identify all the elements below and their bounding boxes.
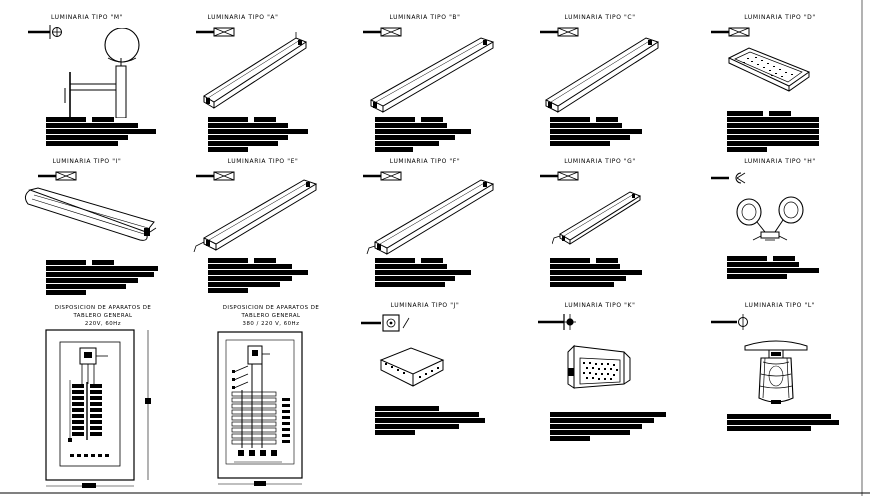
linear-box-symbol-icon [196,27,235,37]
fixture-cell-b: LUMINARIA TIPO "B" [355,14,529,159]
panel-title: DISPOSICION DE APARATOS DE TABLERO GENER… [196,304,346,328]
linear-box-symbol-icon [540,171,579,181]
linear-box-symbol-icon [711,27,750,37]
fixture-cell-e: LUMINARIA TIPO "E" [188,158,362,303]
fixture-cell-f: LUMINARIA TIPO "F" [355,158,529,303]
fixture-title: LUMINARIA TIPO "C" [564,14,636,21]
fixture-cell-j: LUMINARIA TIPO "J" [355,302,529,447]
fixture-cell-a: LUMINARIA TIPO "A" [188,14,362,159]
strip-fixture-drawing [193,179,318,252]
fixture-cell-g: LUMINARIA TIPO "G" [530,158,704,303]
linear-box-symbol-icon [38,171,77,181]
square-ceiling-symbol-icon [361,314,410,332]
fixture-title: LUMINARIA TIPO "E" [227,158,299,165]
wall-bracket-globe-drawing [64,28,140,118]
panel-title-line: 380 / 220 V, 60Hz [242,321,300,327]
vapor-proof-pendant-drawing [744,340,808,404]
strip-fixture-drawing [544,37,660,113]
fixture-title: LUMINARIA TIPO "K" [564,302,636,309]
fixture-title: LUMINARIA TIPO "B" [389,14,461,21]
fixture-title: LUMINARIA TIPO "J" [390,302,460,309]
strip-fixture-drawing [552,191,642,245]
linear-box-symbol-icon [363,27,402,37]
strip-fixture-drawing [203,32,308,109]
vapor-proof-symbol-icon [711,314,748,330]
recessed-panel-drawing [727,47,811,92]
fixture-title: LUMINARIA TIPO "L" [744,302,816,309]
strip-fixture-drawing [366,179,495,255]
wall-pack-symbol-icon [538,314,576,330]
square-ceiling-box-drawing [379,347,445,387]
linear-box-symbol-icon [196,171,235,181]
panel-title-line: 220V, 60Hz [84,321,122,327]
strip-fixture-drawing [369,37,495,113]
panel-380v-drawing [217,331,303,486]
twin-spot-symbol-icon [711,172,746,184]
fixture-cell-l: LUMINARIA TIPO "L" [705,302,870,447]
fixture-cell-k: LUMINARIA TIPO "K" [530,302,704,447]
fixture-title: LUMINARIA TIPO "M" [50,14,124,21]
fixture-cell-h: LUMINARIA TIPO "H" [705,158,870,303]
fixture-title: LUMINARIA TIPO "F" [389,158,461,165]
panel-title-line: TABLERO GENERAL [241,313,301,319]
panel-title-line: TABLERO GENERAL [73,313,133,319]
fixture-cell-c: LUMINARIA TIPO "C" [530,14,704,159]
fixture-title: LUMINARIA TIPO "I" [52,158,122,165]
fixture-title: LUMINARIA TIPO "D" [744,14,816,21]
fixture-title: LUMINARIA TIPO "A" [207,14,279,21]
linear-box-symbol-icon [363,171,402,181]
fixture-title: LUMINARIA TIPO "H" [744,158,816,165]
wall-pack-drawing [567,344,631,389]
lensed-strip-drawing [24,187,157,241]
twin-spotlight-drawing [736,196,804,241]
panel-cell-220v: DISPOSICION DE APARATOS DE TABLERO GENER… [28,302,178,492]
wall-globe-symbol-icon [28,25,62,39]
panel-220v-drawing [45,329,151,488]
panel-cell-380v: DISPOSICION DE APARATOS DE TABLERO GENER… [196,302,346,492]
fixture-cell-d: LUMINARIA TIPO "D" [705,14,870,159]
panel-title-line: DISPOSICION DE APARATOS DE [222,305,320,311]
panel-title-line: DISPOSICION DE APARATOS DE [54,305,152,311]
fixture-title: LUMINARIA TIPO "G" [564,158,636,165]
panel-title: DISPOSICION DE APARATOS DE TABLERO GENER… [28,304,178,328]
fixture-cell-m: LUMINARIA TIPO "M" [18,14,192,159]
fixture-cell-i: LUMINARIA TIPO "I" [18,158,192,303]
linear-box-symbol-icon [540,27,579,37]
